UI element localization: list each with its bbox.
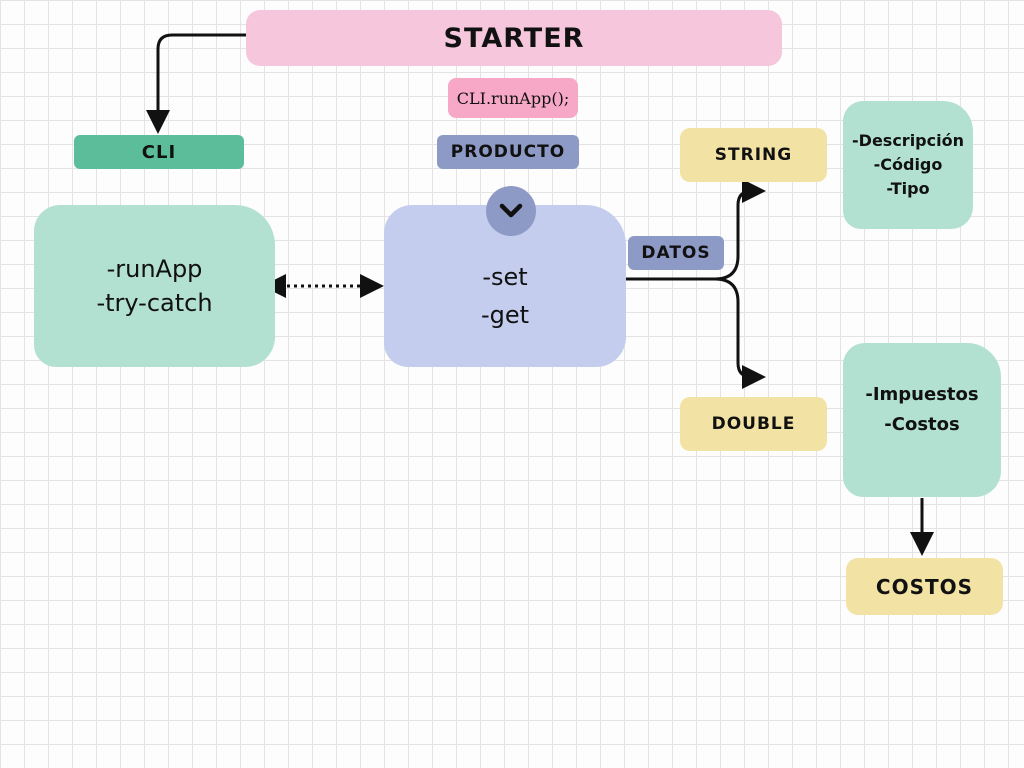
producto-branch-line-down: [714, 277, 766, 389]
producto-method-get: -get: [480, 301, 530, 329]
starter-to-cli-arrow: [146, 33, 247, 134]
cli-method-trycatch: -try-catch: [96, 289, 213, 317]
producto-header: PRODUCTO: [437, 135, 579, 169]
costos-box: COSTOS: [846, 558, 1003, 615]
starter-call-text: CLI.runApp();: [456, 88, 570, 108]
cli-title: CLI: [141, 141, 177, 163]
double-fields-box: -Impuestos -Costos: [843, 343, 1001, 497]
costos-title: COSTOS: [875, 574, 974, 599]
producto-title: PRODUCTO: [450, 142, 566, 162]
chevron-down-icon-glyph: [499, 203, 523, 218]
cli-methods-box: -runApp -try-catch: [34, 205, 275, 367]
producto-method-set: -set: [482, 263, 528, 291]
string-fields-box: -Descripción -Código -Tipo: [843, 101, 973, 229]
starter-box: STARTER: [246, 10, 782, 66]
double-type-box: DOUBLE: [680, 397, 827, 451]
string-field-tipo: -Tipo: [886, 179, 930, 198]
datos-text: DATOS: [641, 243, 711, 263]
string-type-box: STRING: [680, 128, 827, 182]
double-title: DOUBLE: [711, 414, 796, 434]
double-field-impuestos: -Impuestos: [865, 384, 979, 405]
cli-method-runapp: -runApp: [106, 255, 203, 283]
string-field-descripcion: -Descripción: [852, 131, 964, 150]
datos-label: DATOS: [628, 236, 724, 270]
starter-title: STARTER: [443, 22, 585, 54]
string-field-codigo: -Código: [873, 155, 943, 174]
chevron-down-icon[interactable]: [486, 186, 536, 236]
starter-call-box: CLI.runApp();: [448, 78, 578, 118]
double-field-costos: -Costos: [884, 414, 960, 435]
cli-header: CLI: [74, 135, 244, 169]
string-title: STRING: [714, 145, 793, 165]
